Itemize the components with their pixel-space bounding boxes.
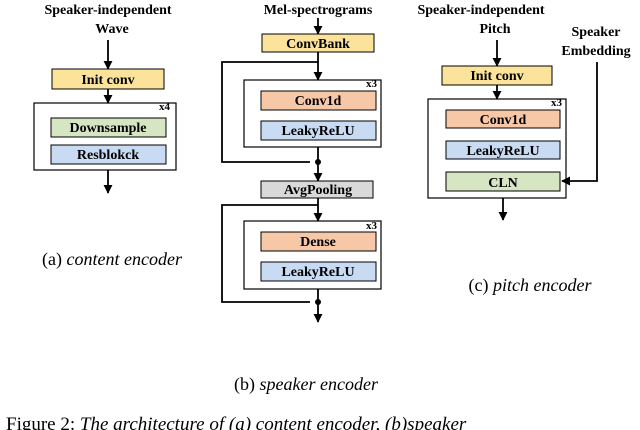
content-encoder: Speaker-independent Wave Init conv x4 Do… [33,3,183,270]
pitch-encoder-caption: (c) pitch encoder [469,275,593,296]
content-repeat-count: x4 [159,101,171,113]
pitch-conv1d-box [445,109,561,129]
speaker-repeat-group-2 [243,220,382,290]
speaker-conv1d-box [260,90,377,111]
speaker-skip-connection-1 [221,61,318,163]
pitch-encoder: Speaker-independent Pitch Speaker Embedd… [417,3,630,296]
pitch-init-conv-label: Init conv [470,69,523,84]
speaker-leakyrelu-box-1 [260,120,377,141]
pitch-cln-label: CLN [488,176,518,191]
speaker-repeat-count-2: x3 [366,220,378,232]
speaker-dense-box [260,231,377,252]
speaker-embedding-label-1: Speaker [572,25,621,40]
speaker-encoder-caption: (b) speaker encoder [234,374,379,395]
pitch-conv1d-label: Conv1d [480,113,527,128]
content-resblock-label: Resblokck [77,148,139,163]
speaker-embedding-label-2: Embedding [561,44,630,59]
speaker-leakyrelu-label-1: LeakyReLU [281,124,354,139]
speaker-input-label: Mel-spectrograms [264,3,373,18]
speaker-encoder: Mel-spectrograms ConvBank x3 Conv1d Leak… [221,3,382,395]
speaker-skip-connection-2 [221,204,318,303]
speaker-repeat-group-1 [243,79,382,148]
pitch-input-label-1: Speaker-independent [417,3,544,18]
pitch-cln-box [445,171,561,192]
pitch-repeat-count: x3 [551,97,563,109]
pitch-input-label-2: Pitch [479,22,510,37]
pitch-repeat-group [427,98,567,199]
content-resblock-box [50,144,167,165]
speaker-embedding-arrow [561,62,598,186]
content-downsample-label: Downsample [69,121,146,136]
content-input-label-2: Wave [95,22,128,37]
speaker-sum-node-2 [315,299,321,305]
speaker-avgpooling-box [260,180,374,199]
speaker-leakyrelu-box-2 [260,261,377,282]
speaker-convbank-label: ConvBank [286,37,350,52]
pitch-leakyrelu-box [445,140,561,160]
speaker-leakyrelu-label-2: LeakyReLU [281,265,354,280]
speaker-repeat-count-1: x3 [366,78,378,90]
speaker-sum-node-1 [315,159,321,165]
content-downsample-box [50,117,167,138]
content-init-conv-label: Init conv [81,73,134,88]
speaker-avgpooling-label: AvgPooling [284,183,352,198]
speaker-dense-label: Dense [300,235,336,250]
content-input-label-1: Speaker-independent [44,3,171,18]
pitch-leakyrelu-label: LeakyReLU [466,144,539,159]
speaker-conv1d-label: Conv1d [295,94,342,109]
figure-caption: Figure 2: The architecture of (a) conten… [6,414,467,430]
content-encoder-caption: (a) content encoder [42,249,183,270]
content-repeat-group [33,102,177,171]
